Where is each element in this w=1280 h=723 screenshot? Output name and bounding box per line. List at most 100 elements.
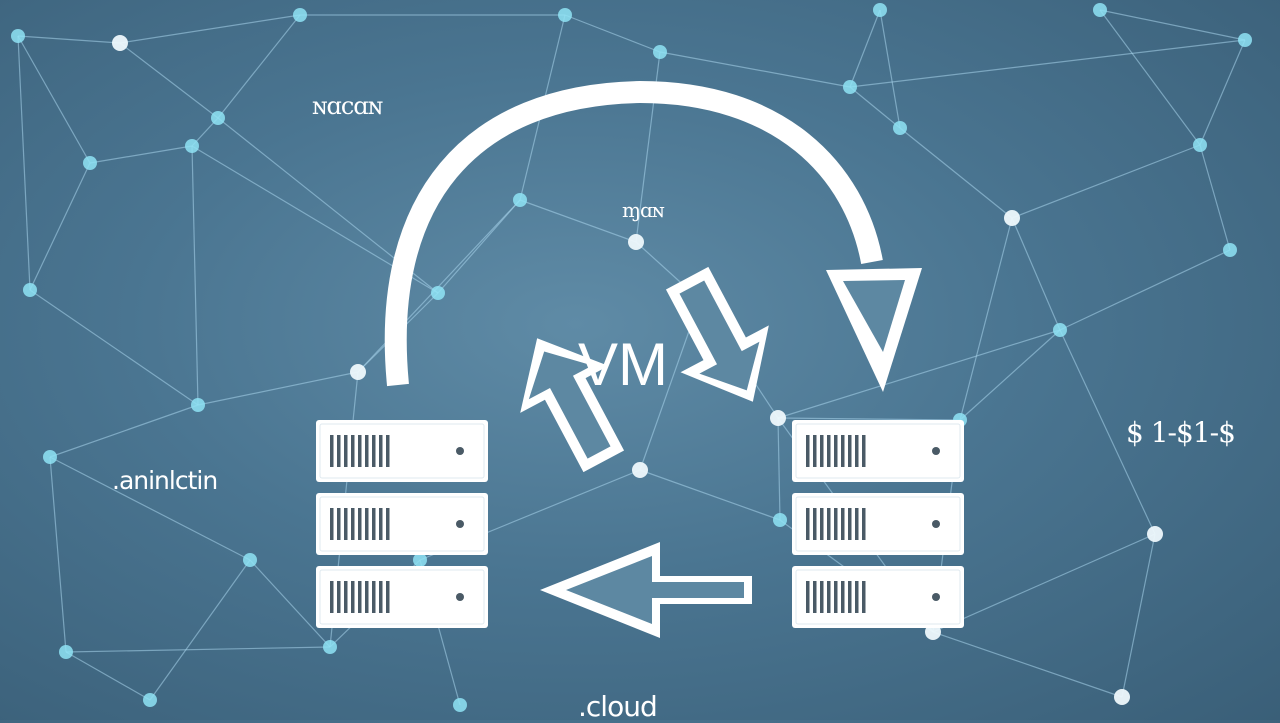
network-node — [770, 410, 786, 426]
network-link — [149, 559, 251, 701]
server-rack-left — [316, 420, 488, 628]
network-link — [437, 199, 521, 294]
network-link — [29, 289, 199, 406]
network-link — [849, 9, 881, 88]
network-node — [1147, 526, 1163, 542]
server-rack-right — [792, 420, 964, 628]
network-link — [1011, 217, 1061, 331]
network-link — [777, 417, 961, 421]
network-node — [873, 3, 887, 17]
network-node — [513, 193, 527, 207]
network-link — [119, 14, 301, 44]
network-link — [1099, 9, 1246, 41]
network-node — [243, 553, 257, 567]
network-link — [1199, 144, 1231, 251]
network-node — [1114, 689, 1130, 705]
network-node — [1004, 210, 1020, 226]
network-link — [89, 145, 193, 164]
network-node — [653, 45, 667, 59]
network-link — [899, 127, 1013, 219]
label-top-center: ɱɑɴ — [622, 198, 665, 222]
network-link — [932, 631, 1123, 698]
network-link — [49, 456, 67, 653]
network-node — [431, 286, 445, 300]
arrow-up-icon — [520, 338, 625, 473]
server-unit — [316, 493, 488, 555]
network-link — [932, 533, 1156, 633]
network-node — [43, 450, 57, 464]
network-node — [628, 234, 644, 250]
network-node — [293, 8, 307, 22]
network-link — [1011, 144, 1201, 219]
network-link — [357, 199, 521, 373]
network-link — [564, 14, 661, 53]
network-link — [777, 329, 1061, 419]
arrow-down-icon — [665, 266, 769, 402]
server-unit — [316, 566, 488, 628]
network-link — [1199, 39, 1246, 146]
network-link — [879, 9, 901, 129]
network-link — [849, 39, 1246, 88]
network-node — [558, 8, 572, 22]
network-node — [453, 698, 467, 712]
network-node — [83, 156, 97, 170]
network-node — [1093, 3, 1107, 17]
network-node — [11, 29, 25, 43]
network-node — [143, 693, 157, 707]
network-link — [65, 646, 331, 653]
network-link — [1121, 533, 1156, 698]
network-node — [1193, 138, 1207, 152]
network-node — [773, 513, 787, 527]
network-node — [211, 111, 225, 125]
network-link — [65, 651, 151, 701]
label-top-left: ɴɑcɑɴ — [312, 92, 383, 120]
network-link — [17, 35, 31, 291]
server-unit — [792, 493, 964, 555]
network-link — [17, 35, 91, 164]
network-node — [1053, 323, 1067, 337]
network-node — [893, 121, 907, 135]
network-node — [350, 364, 366, 380]
network-node — [323, 640, 337, 654]
network-link — [519, 199, 637, 243]
network-link — [197, 371, 359, 406]
network-link — [249, 559, 331, 648]
server-unit — [792, 566, 964, 628]
network-node — [112, 35, 128, 51]
label-right: $ 1-$1-$ — [1126, 416, 1236, 449]
network-node — [59, 645, 73, 659]
network-link — [1059, 329, 1156, 535]
network-node — [413, 553, 427, 567]
network-node — [632, 462, 648, 478]
network-link — [217, 14, 301, 119]
network-link — [49, 456, 251, 561]
network-link — [1059, 249, 1231, 331]
network-node — [843, 80, 857, 94]
network-link — [191, 145, 199, 406]
label-bottom: .cloud — [578, 690, 658, 723]
network-node — [23, 283, 37, 297]
network-node — [1223, 243, 1237, 257]
network-link — [29, 162, 91, 291]
network-link — [959, 217, 1013, 421]
server-unit — [316, 420, 488, 482]
network-node — [185, 139, 199, 153]
network-link — [17, 35, 121, 44]
network-mesh — [11, 3, 1252, 712]
network-link — [1099, 9, 1201, 146]
network-link — [119, 42, 219, 119]
network-link — [849, 86, 901, 129]
network-link — [49, 404, 199, 458]
network-link — [659, 51, 851, 88]
network-link — [777, 417, 781, 521]
network-node — [1238, 33, 1252, 47]
network-node — [191, 398, 205, 412]
arrow-left-icon — [540, 542, 752, 638]
network-link — [639, 469, 781, 521]
curved-arrow-icon — [384, 80, 922, 392]
label-left: .aninlctin — [112, 466, 218, 495]
vm-label: VM — [578, 331, 668, 398]
network-link — [959, 329, 1061, 421]
server-unit — [792, 420, 964, 482]
